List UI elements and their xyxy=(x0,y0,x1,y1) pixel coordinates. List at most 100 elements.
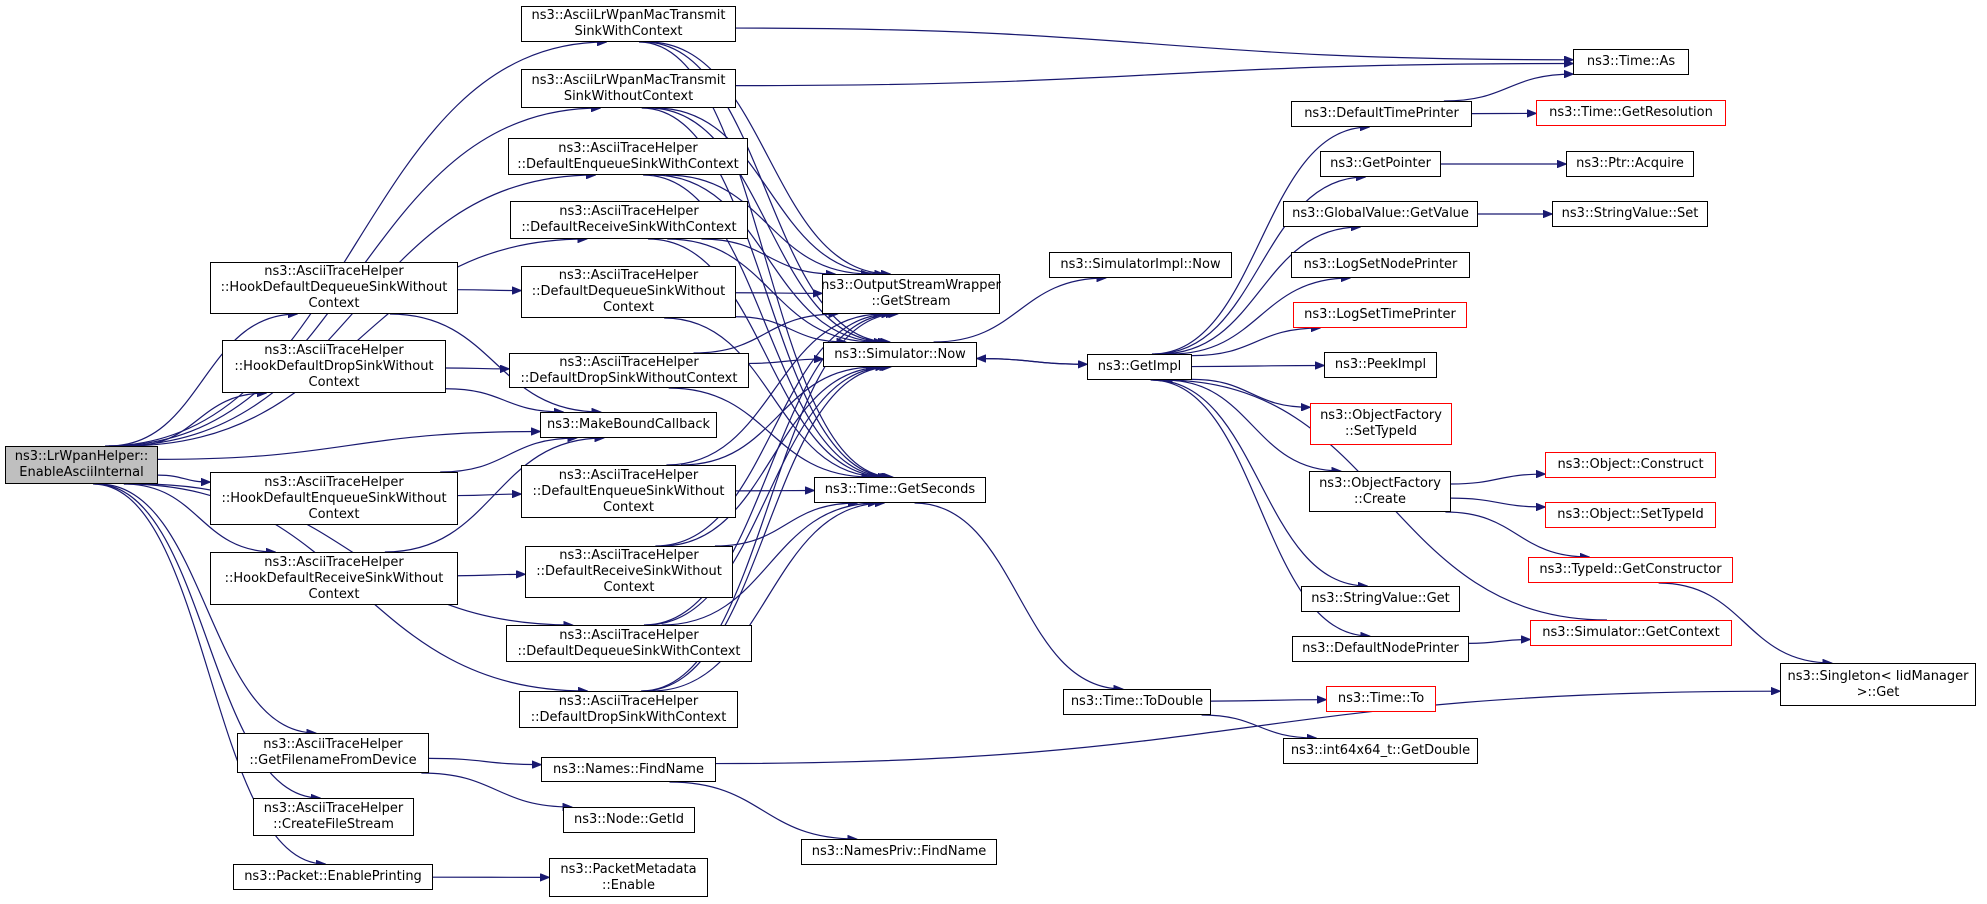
node-dropwith[interactable]: ns3::AsciiTraceHelper::DefaultDropSinkWi… xyxy=(519,691,738,728)
edge-deqwith-to-osw xyxy=(643,314,895,626)
node-label-line: Context xyxy=(308,374,360,390)
node-hookdrop[interactable]: ns3::AsciiTraceHelper::HookDefaultDropSi… xyxy=(222,340,446,393)
node-lstp[interactable]: ns3::LogSetTimePrinter xyxy=(1293,302,1467,328)
node-ptracq[interactable]: ns3::Ptr::Acquire xyxy=(1566,151,1694,177)
node-label-line: ns3::Time::As xyxy=(1586,54,1676,69)
edge-enqwith-to-osw xyxy=(666,174,870,274)
node-objsettid[interactable]: ns3::Object::SetTypeId xyxy=(1545,502,1716,528)
node-timeas[interactable]: ns3::Time::As xyxy=(1573,49,1689,75)
node-label-line: ns3::LrWpanHelper:: xyxy=(14,449,149,464)
edge-hookenq-to-mbc xyxy=(440,438,576,473)
edge-enqwith-to-getsec xyxy=(643,174,889,477)
node-getcons[interactable]: ns3::TypeId::GetConstructor xyxy=(1528,557,1733,583)
node-label-line: ns3::StringValue::Set xyxy=(1561,206,1699,221)
edge-ofcreate-to-getcons xyxy=(1445,511,1589,557)
node-label-line: ns3::StringValue::Get xyxy=(1311,591,1450,606)
node-getctx[interactable]: ns3::Simulator::GetContext xyxy=(1530,620,1732,646)
node-label-line: ns3::AsciiTraceHelper xyxy=(263,801,404,816)
node-recvwith[interactable]: ns3::AsciiTraceHelper::DefaultReceiveSin… xyxy=(510,201,748,239)
edge-getimpl-to-getptr xyxy=(1154,177,1365,355)
node-i64[interactable]: ns3::int64x64_t::GetDouble xyxy=(1283,738,1478,764)
node-svget[interactable]: ns3::StringValue::Get xyxy=(1301,586,1460,612)
node-label-line: ::GetStream xyxy=(871,294,951,309)
node-getid[interactable]: ns3::Node::GetId xyxy=(563,807,695,833)
node-label-line: ns3::TypeId::GetConstructor xyxy=(1539,562,1722,577)
node-mbc[interactable]: ns3::MakeBoundCallback xyxy=(540,412,717,438)
node-objcons[interactable]: ns3::Object::Construct xyxy=(1545,452,1716,478)
node-deqwo[interactable]: ns3::AsciiTraceHelper::DefaultDequeueSin… xyxy=(521,266,736,318)
node-enqwo[interactable]: ns3::AsciiTraceHelper::DefaultEnqueueSin… xyxy=(521,465,736,518)
edge-dropwith-to-getsec xyxy=(651,503,884,692)
node-getimpl[interactable]: ns3::GetImpl xyxy=(1087,354,1192,380)
edge-macwith-to-timeas xyxy=(735,27,1573,60)
node-simnow[interactable]: ns3::Simulator::Now xyxy=(823,342,977,367)
node-label-line: ns3::PacketMetadata xyxy=(560,861,697,877)
node-label-line: ns3::AsciiLrWpanMacTransmit xyxy=(531,72,726,88)
node-getptr[interactable]: ns3::GetPointer xyxy=(1320,151,1441,177)
edge-root-to-mbc xyxy=(157,431,540,461)
node-dropwo[interactable]: ns3::AsciiTraceHelper::DefaultDropSinkWi… xyxy=(509,353,749,388)
edge-hookdeq-to-mbc xyxy=(389,313,601,412)
edge-dropwo-to-osw xyxy=(693,314,838,354)
node-label-line: ns3::NamesPriv::FindName xyxy=(811,844,987,859)
node-label-line: ns3::Time::GetSeconds xyxy=(824,482,976,497)
node-label-line: ::DefaultEnqueueSinkWithContext xyxy=(517,156,739,172)
node-label-line: ::DefaultDequeueSinkWithContext xyxy=(517,643,741,659)
node-label-line: ns3::GetPointer xyxy=(1330,156,1431,171)
node-getres[interactable]: ns3::Time::GetResolution xyxy=(1536,100,1726,126)
node-dnp[interactable]: ns3::DefaultNodePrinter xyxy=(1292,636,1469,662)
edge-root-to-hookrecv xyxy=(123,483,275,552)
node-hookdeq[interactable]: ns3::AsciiTraceHelper::HookDefaultDequeu… xyxy=(210,262,458,314)
node-ofcreate[interactable]: ns3::ObjectFactory::Create xyxy=(1309,471,1451,512)
edge-hookdrop-to-dropwo xyxy=(445,368,509,369)
node-createfs[interactable]: ns3::AsciiTraceHelper::CreateFileStream xyxy=(253,798,414,836)
node-label-line: ns3::AsciiTraceHelper xyxy=(264,474,404,490)
node-svset[interactable]: ns3::StringValue::Set xyxy=(1552,201,1708,227)
node-getsec[interactable]: ns3::Time::GetSeconds xyxy=(814,477,986,503)
node-deqwith[interactable]: ns3::AsciiTraceHelper::DefaultDequeueSin… xyxy=(506,625,752,662)
node-osw[interactable]: ns3::OutputStreamWrapper::GetStream xyxy=(821,274,1001,314)
edge-getimpl-to-svget xyxy=(1152,379,1367,586)
node-ofsettid[interactable]: ns3::ObjectFactory::SetTypeId xyxy=(1310,403,1452,445)
node-dtp[interactable]: ns3::DefaultTimePrinter xyxy=(1291,101,1472,127)
node-hookenq[interactable]: ns3::AsciiTraceHelper::HookDefaultEnqueu… xyxy=(210,472,458,525)
edge-hookenq-to-enqwo xyxy=(457,494,521,495)
edge-dropwo-to-getsec xyxy=(668,387,871,477)
edge-getimpl-to-dnp xyxy=(1150,379,1370,636)
node-label-line: ::DefaultReceiveSinkWithout xyxy=(536,564,722,579)
node-label-line: ns3::Object::SetTypeId xyxy=(1557,507,1704,522)
node-enprint[interactable]: ns3::Packet::EnablePrinting xyxy=(233,864,433,890)
node-label-line: ::Enable xyxy=(601,877,656,893)
node-label-line: ns3::ObjectFactory xyxy=(1319,475,1441,491)
edge-root-to-macwith xyxy=(105,42,606,447)
node-singleton[interactable]: ns3::Singleton< IidManager >::Get xyxy=(1780,663,1976,706)
node-lsnp[interactable]: ns3::LogSetNodePrinter xyxy=(1291,252,1470,278)
edge-root-to-hookdrop xyxy=(130,393,266,447)
node-todouble[interactable]: ns3::Time::ToDouble xyxy=(1063,689,1211,715)
node-peek[interactable]: ns3::PeekImpl xyxy=(1324,352,1437,378)
node-enqwith[interactable]: ns3::AsciiTraceHelper::DefaultEnqueueSin… xyxy=(508,138,748,175)
edge-recvwith-to-getsec xyxy=(648,238,887,477)
node-nppriv[interactable]: ns3::NamesPriv::FindName xyxy=(801,839,997,865)
edge-root-to-createfs xyxy=(95,483,320,798)
node-siminow[interactable]: ns3::SimulatorImpl::Now xyxy=(1049,252,1232,278)
node-label-line: ns3::AsciiTraceHelper xyxy=(263,737,403,752)
node-timeto[interactable]: ns3::Time::To xyxy=(1326,686,1436,712)
node-findname[interactable]: ns3::Names::FindName xyxy=(541,757,716,782)
node-label-line: ns3::AsciiLrWpanMacTransmit xyxy=(531,8,726,23)
node-label-line: ::DefaultDropSinkWithoutContext xyxy=(520,370,738,386)
edge-enqwo-to-simnow xyxy=(681,367,875,466)
node-label-line: ns3::AsciiTraceHelper xyxy=(558,140,698,156)
node-recvwo[interactable]: ns3::AsciiTraceHelper::DefaultReceiveSin… xyxy=(525,546,733,598)
edge-ofcreate-to-objsettid xyxy=(1450,497,1545,507)
node-label-line: ns3::Time::ToDouble xyxy=(1070,694,1204,709)
node-pmenable[interactable]: ns3::PacketMetadata::Enable xyxy=(549,858,708,897)
node-gvget[interactable]: ns3::GlobalValue::GetValue xyxy=(1283,201,1478,227)
node-hookrecv[interactable]: ns3::AsciiTraceHelper::HookDefaultReceiv… xyxy=(210,552,458,605)
node-getfn[interactable]: ns3::AsciiTraceHelper::GetFilenameFromDe… xyxy=(237,733,429,773)
edge-deqwo-to-osw xyxy=(735,293,822,294)
node-root[interactable]: ns3::LrWpanHelper::EnableAsciiInternal xyxy=(5,446,158,484)
